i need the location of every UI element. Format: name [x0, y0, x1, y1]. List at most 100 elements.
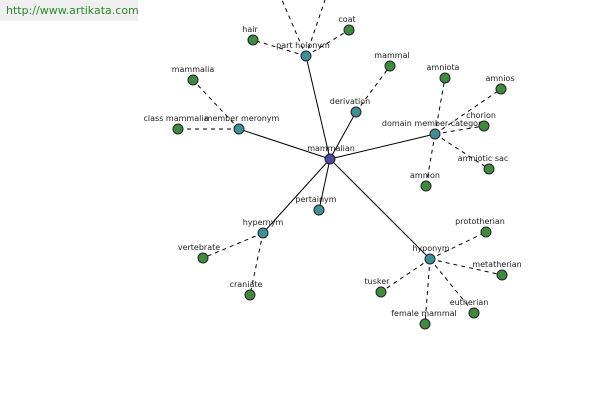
node-chorion-label[interactable]: chorion	[466, 111, 496, 120]
node-amniota-dot[interactable]	[439, 72, 451, 84]
edge-part-holonym-offscreen-2	[305, 0, 326, 57]
node-coat[interactable]: coat	[338, 15, 356, 36]
node-derivation-label[interactable]: derivation	[330, 97, 370, 106]
node-member-meronym-dot[interactable]	[233, 123, 245, 135]
edge-part-holonym-offscreen-1	[281, 0, 307, 57]
node-class-mammalia-dot[interactable]	[172, 123, 184, 135]
node-domain-member-category-dot[interactable]	[429, 128, 441, 140]
node-prototherian-dot[interactable]	[480, 226, 492, 238]
node-mammal[interactable]: mammal	[374, 51, 410, 72]
edge-member-meronym-mammalia	[192, 79, 240, 130]
node-tusker[interactable]: tusker	[365, 277, 391, 298]
node-derivation-dot[interactable]	[350, 106, 362, 118]
node-part-holonym-dot[interactable]	[300, 50, 312, 62]
edge-derivation-mammal	[355, 65, 391, 113]
edge-hyponym-eutherian	[429, 258, 475, 314]
node-mammalian-label[interactable]: mammalian	[307, 144, 355, 153]
node-hypernym-label[interactable]: hypernym	[243, 218, 284, 227]
node-mammalia[interactable]: mammalia	[172, 65, 215, 86]
node-chorion[interactable]: chorion	[466, 111, 496, 132]
node-amniotic-sac-dot[interactable]	[483, 163, 495, 175]
edge-mammalian-member-meronym	[238, 128, 331, 160]
edge-hyponym-tusker	[380, 258, 431, 293]
node-vertebrate-label[interactable]: vertebrate	[178, 243, 220, 252]
node-vertebrate[interactable]: vertebrate	[178, 243, 220, 264]
node-amnios-dot[interactable]	[495, 83, 507, 95]
node-part-holonym[interactable]: part holonym	[276, 41, 330, 62]
node-amnion-dot[interactable]	[420, 180, 432, 192]
edge-mammalian-hyponym	[329, 158, 431, 260]
node-coat-dot[interactable]	[343, 24, 355, 36]
node-mammal-dot[interactable]	[384, 60, 396, 72]
node-craniate-dot[interactable]	[244, 289, 256, 301]
node-female-mammal[interactable]: female mammal	[391, 309, 457, 330]
node-hyponym[interactable]: hyponym	[412, 244, 450, 265]
edge-mammalian-domain-member-category	[329, 133, 436, 160]
node-prototherian-label[interactable]: prototherian	[455, 217, 505, 226]
node-hypernym[interactable]: hypernym	[243, 218, 284, 239]
node-tusker-dot[interactable]	[375, 286, 387, 298]
node-craniate[interactable]: craniate	[230, 280, 263, 301]
node-derivation[interactable]: derivation	[330, 97, 370, 118]
edge-mammalian-hypernym	[262, 158, 331, 234]
node-part-holonym-label[interactable]: part holonym	[276, 41, 330, 50]
edge-mammalian-part-holonym	[305, 55, 331, 160]
node-craniate-label[interactable]: craniate	[230, 280, 263, 289]
node-eutherian-dot[interactable]	[468, 307, 480, 319]
node-chorion-dot[interactable]	[478, 120, 490, 132]
edge-domain-amniotic-sac	[434, 133, 490, 170]
node-class-mammalia[interactable]: class mammalia	[144, 114, 209, 135]
node-tusker-label[interactable]: tusker	[365, 277, 391, 286]
edge-hypernym-craniate	[249, 232, 264, 296]
node-coat-label[interactable]: coat	[338, 15, 355, 24]
node-amnion[interactable]: amnion	[410, 171, 440, 192]
node-female-mammal-label[interactable]: female mammal	[391, 309, 457, 318]
node-eutherian[interactable]: eutherian	[450, 298, 489, 319]
edge-hypernym-vertebrate	[202, 232, 264, 259]
node-mammalian[interactable]: mammalian	[307, 144, 355, 165]
node-mammalia-dot[interactable]	[187, 74, 199, 86]
node-class-mammalia-label[interactable]: class mammalia	[144, 114, 209, 123]
node-pertainym-label[interactable]: pertainym	[295, 195, 336, 204]
node-hyponym-dot[interactable]	[424, 253, 436, 265]
node-amnios[interactable]: amnios	[485, 74, 515, 95]
edge-hyponym-female-mammal	[424, 258, 431, 325]
edge-mammalian-pertainym	[318, 158, 331, 211]
node-mammalia-label[interactable]: mammalia	[172, 65, 215, 74]
edge-domain-amnios	[434, 88, 502, 135]
node-metatherian-label[interactable]: metatherian	[472, 260, 521, 269]
node-amniota-label[interactable]: amniota	[427, 63, 460, 72]
edge-part-holonym-coat	[305, 29, 350, 57]
node-pertainym-dot[interactable]	[313, 204, 325, 216]
node-hypernym-dot[interactable]	[257, 227, 269, 239]
node-vertebrate-dot[interactable]	[197, 252, 209, 264]
node-hair-label[interactable]: hair	[242, 25, 258, 34]
node-hair[interactable]: hair	[242, 25, 259, 46]
node-amnios-label[interactable]: amnios	[485, 74, 514, 83]
node-domain-member-category-label[interactable]: domain member category	[382, 119, 486, 128]
node-prototherian[interactable]: prototherian	[455, 217, 505, 238]
node-eutherian-label[interactable]: eutherian	[450, 298, 489, 307]
edge-domain-chorion	[434, 125, 485, 135]
node-member-meronym[interactable]: member meronym	[205, 114, 280, 135]
node-amniota[interactable]: amniota	[427, 63, 460, 84]
graph-nodes: mammalian part holonym member meronym de…	[144, 15, 522, 330]
node-amniotic-sac[interactable]: amniotic sac	[458, 154, 509, 175]
edge-domain-amniota	[434, 77, 446, 135]
node-mammalian-dot[interactable]	[324, 153, 336, 165]
node-hyponym-label[interactable]: hyponym	[412, 244, 450, 253]
node-metatherian-dot[interactable]	[496, 269, 508, 281]
node-mammal-label[interactable]: mammal	[374, 51, 409, 60]
edge-mammalian-derivation	[329, 111, 357, 160]
site-url-link[interactable]: http://www.artikata.com	[0, 0, 138, 21]
node-female-mammal-dot[interactable]	[419, 318, 431, 330]
node-domain-member-category[interactable]: domain member category	[382, 119, 486, 140]
node-amnion-label[interactable]: amnion	[410, 171, 440, 180]
node-amniotic-sac-label[interactable]: amniotic sac	[458, 154, 509, 163]
node-pertainym[interactable]: pertainym	[295, 195, 337, 216]
node-hair-dot[interactable]	[247, 34, 259, 46]
node-metatherian[interactable]: metatherian	[472, 260, 522, 281]
node-member-meronym-label[interactable]: member meronym	[205, 114, 280, 123]
edge-domain-amnion	[425, 133, 436, 187]
